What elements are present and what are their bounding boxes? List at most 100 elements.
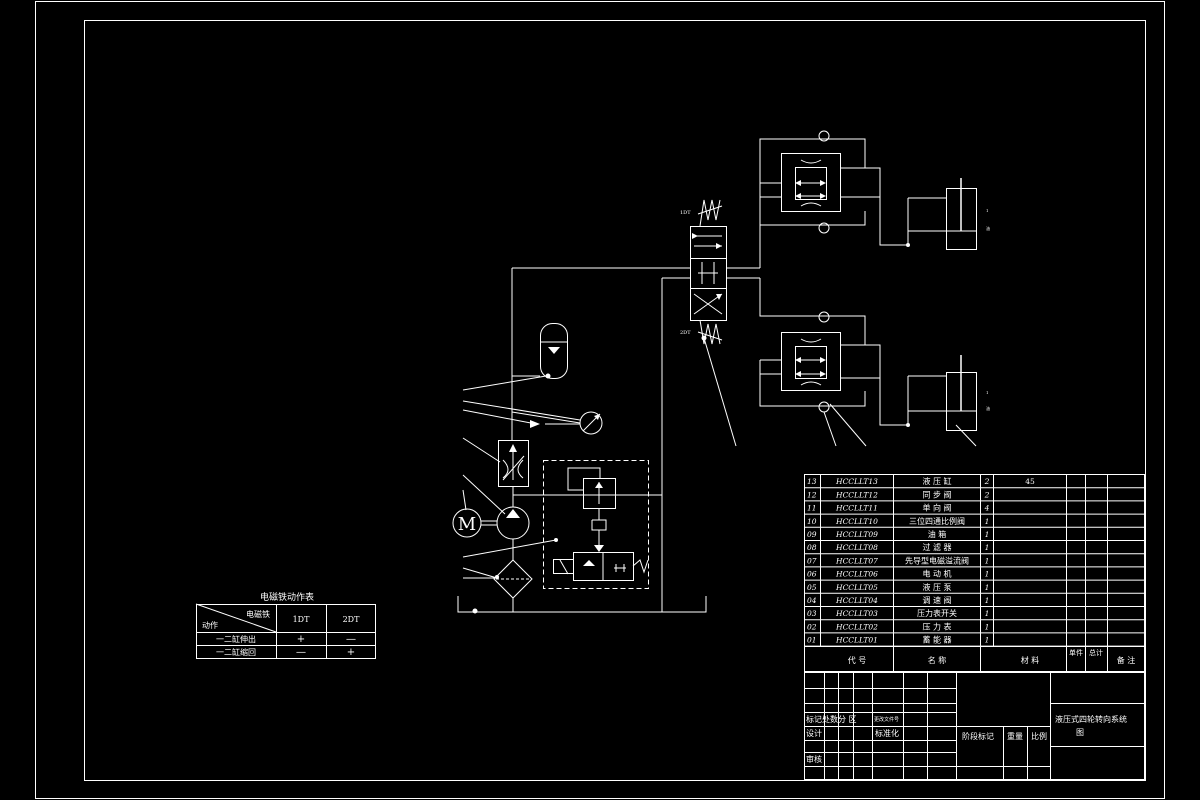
bom-row-name: 压 力 表 bbox=[922, 621, 951, 631]
table-corner-bottom: 动作 bbox=[202, 620, 218, 630]
stage-mark-label: 阶段标记 bbox=[962, 731, 994, 741]
bom-row-material: 45 bbox=[1025, 477, 1035, 486]
bom-row-name: 电 动 机 bbox=[922, 569, 951, 579]
svg-text:1: 1 bbox=[986, 390, 989, 395]
bom-row-quantity: 1 bbox=[985, 636, 990, 645]
weight-label: 重量 bbox=[1007, 731, 1023, 741]
lower-sync-circuit: 1 油 bbox=[759, 278, 990, 447]
scale-label: 比例 bbox=[1031, 731, 1047, 741]
title-block: 标记处数分 区 更改文件号 设计 标准化 审核 阶段标记 重量 比例 液压式四轮… bbox=[804, 672, 1145, 780]
bom-row-number: 04 bbox=[807, 596, 817, 605]
bom-row-code: HCCLLT05 bbox=[835, 583, 878, 592]
bom-row-name: 压力表开关 bbox=[917, 608, 957, 618]
bom-row-number: 08 bbox=[807, 543, 817, 552]
relief-valve-symbol bbox=[543, 460, 649, 589]
bom-header-remark: 备 注 bbox=[1117, 655, 1136, 665]
bom-row-number: 02 bbox=[807, 622, 817, 631]
bom-row-name: 液 压 泵 bbox=[922, 582, 951, 592]
table-row-1-1dt: + bbox=[297, 634, 305, 645]
bom-row-quantity: 1 bbox=[985, 570, 990, 579]
bom-row-name: 先导型电磁溢流阀 bbox=[905, 555, 969, 565]
filter-symbol bbox=[493, 559, 533, 612]
standardize-label: 标准化 bbox=[875, 728, 899, 738]
pressure-gauge-symbol bbox=[511, 411, 603, 435]
table-row-2-1dt: — bbox=[296, 647, 306, 658]
bom-header-name: 名 称 bbox=[928, 655, 947, 665]
bom-row-name: 蓄 能 器 bbox=[922, 635, 951, 645]
bom-row-number: 01 bbox=[807, 636, 817, 645]
bom-row-name: 过 滤 器 bbox=[922, 542, 951, 552]
bom-row-number: 13 bbox=[807, 477, 817, 486]
bom-row-code: HCCLLT06 bbox=[835, 570, 878, 579]
inner-frame bbox=[84, 20, 1146, 781]
revision-header: 标记处数分 区 bbox=[806, 714, 857, 724]
revision-file-no: 更改文件号 bbox=[874, 716, 899, 723]
bom-row-quantity: 1 bbox=[985, 622, 990, 631]
valve-label-2dt: 2DT bbox=[680, 330, 691, 336]
bom-row-quantity: 1 bbox=[985, 583, 990, 592]
table-col-2dt: 2DT bbox=[343, 615, 361, 624]
design-label: 设计 bbox=[806, 728, 822, 738]
bom-row-code: HCCLLT03 bbox=[835, 609, 878, 618]
bom-row-name: 油 箱 bbox=[928, 529, 947, 539]
bom-row-quantity: 1 bbox=[985, 530, 990, 539]
table-row-1-label: 一二缸伸出 bbox=[216, 634, 256, 644]
bom-row-code: HCCLLT10 bbox=[835, 517, 878, 526]
bom-row-quantity: 1 bbox=[985, 543, 990, 552]
proportional-valve-symbol: 1DT 2DT bbox=[680, 199, 760, 447]
svg-text:油: 油 bbox=[986, 405, 990, 411]
hydraulic-schematic: M bbox=[452, 130, 990, 614]
bom-row-quantity: 2 bbox=[984, 477, 990, 486]
bom-row-quantity: 4 bbox=[984, 504, 990, 513]
bom-header-code: 代 号 bbox=[848, 655, 867, 665]
bom-row-number: 11 bbox=[807, 504, 817, 513]
svg-text:1: 1 bbox=[986, 208, 989, 213]
bom-row-name: 调 速 阀 bbox=[922, 596, 951, 605]
accumulator-symbol bbox=[512, 323, 568, 379]
bom-row-number: 07 bbox=[807, 556, 817, 565]
outer-frame bbox=[35, 1, 1165, 799]
solenoid-action-table: 电磁铁动作表 电磁铁 动作 1DT 2DT 一二缸伸出 + — 一二缸缩回 — … bbox=[195, 591, 376, 659]
bom-row-code: HCCLLT12 bbox=[835, 490, 878, 499]
table-row-2-label: 一二缸缩回 bbox=[216, 647, 256, 657]
svg-text:油: 油 bbox=[986, 225, 990, 231]
bom-row-code: HCCLLT09 bbox=[835, 530, 878, 539]
drawing-title-line-1: 液压式四轮转向系统 bbox=[1055, 714, 1127, 724]
bom-row-name: 三位四通比例阀 bbox=[909, 516, 965, 526]
bom-row-number: 09 bbox=[807, 530, 817, 539]
review-label: 审核 bbox=[806, 754, 822, 764]
bom-row-number: 10 bbox=[807, 517, 817, 526]
motor-letter: M bbox=[458, 514, 476, 535]
table-col-1dt: 1DT bbox=[293, 615, 311, 624]
valve-label-1dt: 1DT bbox=[680, 210, 691, 216]
bom-header-unit-weight: 单件 bbox=[1069, 648, 1083, 657]
drawing-title-line-2: 图 bbox=[1076, 728, 1084, 737]
bom-header-material: 材 料 bbox=[1021, 655, 1040, 665]
bom-row-number: 06 bbox=[807, 570, 817, 579]
bom-row-name: 液 压 缸 bbox=[922, 476, 951, 486]
bom-row-code: HCCLLT11 bbox=[835, 504, 878, 513]
bom-row-code: HCCLLT13 bbox=[835, 477, 878, 486]
bom-row-name: 单 向 阀 bbox=[922, 503, 951, 513]
bom-row-code: HCCLLT01 bbox=[835, 636, 878, 645]
bom-row-quantity: 1 bbox=[985, 596, 990, 605]
table-row-1-2dt: — bbox=[346, 634, 356, 645]
bom-row-code: HCCLLT04 bbox=[835, 596, 878, 605]
bom-row-quantity: 1 bbox=[985, 556, 990, 565]
table-row-2-2dt: + bbox=[347, 647, 355, 658]
bom-row-name: 同 步 阀 bbox=[922, 490, 951, 499]
bom-row-number: 12 bbox=[807, 490, 817, 499]
table-corner-top: 电磁铁 bbox=[246, 609, 270, 619]
flow-control-valve-symbol bbox=[498, 440, 529, 487]
bom-row-code: HCCLLT08 bbox=[835, 543, 878, 552]
bom-row-quantity: 1 bbox=[985, 609, 990, 618]
bom-row-code: HCCLLT02 bbox=[835, 622, 878, 631]
solenoid-table-title: 电磁铁动作表 bbox=[260, 591, 314, 603]
bom-row-quantity: 1 bbox=[985, 517, 990, 526]
upper-sync-circuit: 1 油 bbox=[759, 130, 990, 268]
bom-row-number: 05 bbox=[807, 583, 817, 592]
bom-row-number: 03 bbox=[807, 609, 817, 618]
